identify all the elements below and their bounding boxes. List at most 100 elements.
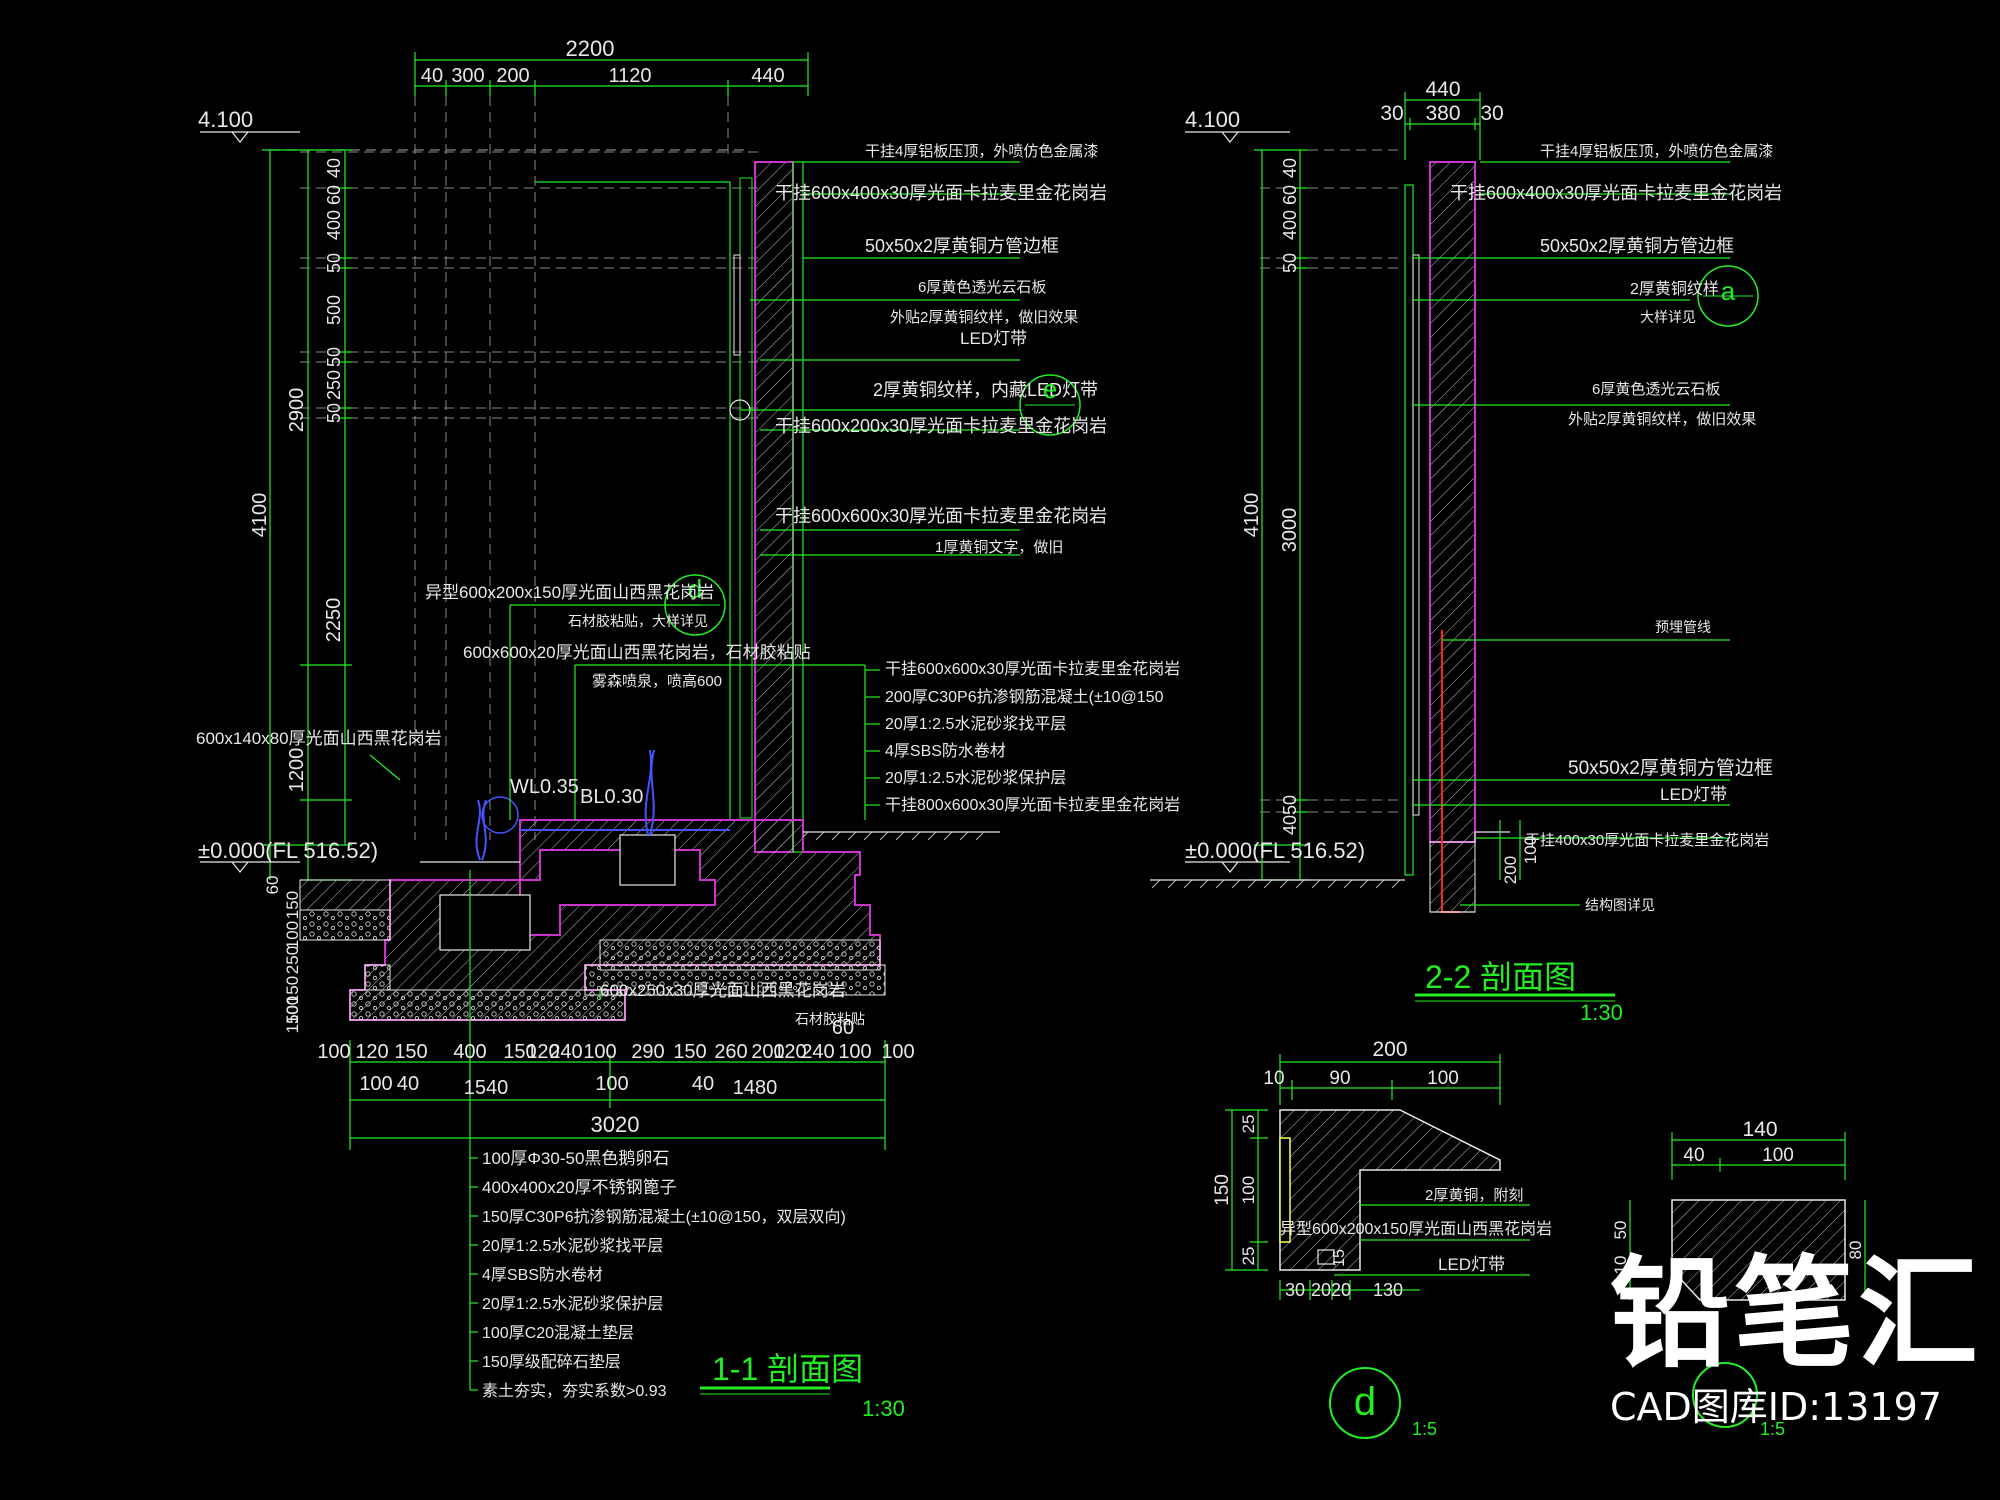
s22-callout-6: 外贴2厚黄铜纹样，做旧效果 [1568,411,1756,428]
detd-dim-100: 100 [1427,1068,1459,1089]
dete-dim-40: 40 [1683,1145,1704,1166]
s11-bd-1: 120 [355,1041,388,1063]
s11-ls-5: 100 [283,996,302,1024]
s11-callout-9: 1厚黄铜文字，做旧 [935,539,1063,556]
s11-bd2-1: 40 [397,1073,419,1095]
s11-callout-3: 6厚黄色透光云石板 [918,278,1046,296]
gallery-id-text: CAD图库ID:13197 [1610,1385,1942,1429]
detd-dim-90: 90 [1329,1068,1350,1089]
s11-left-2900: 2900 [286,388,308,433]
s11-layer-4: 20厚1:2.5水泥砂浆保护层 [885,769,1066,787]
s11-left-50a: 50 [324,253,344,273]
s11-base-8: 素土夯实，夯实系数>0.93 [482,1382,667,1400]
dete-dim-80: 80 [1846,1241,1865,1260]
s11-coping: 600x250x30厚光面山西黑花岗岩 [600,981,846,1000]
s11-callout-0: 干挂4厚铝板压顶，外喷仿色金属漆 [865,142,1098,160]
s11-ls-6: 150 [283,1005,302,1033]
s22-left-60: 60 [1280,185,1300,205]
dete-dim-140: 140 [1742,1118,1777,1141]
detd-dim-20a: 20 [1311,1280,1331,1300]
detd-dim-10: 10 [1263,1068,1284,1089]
dete-dim-100: 100 [1762,1145,1794,1166]
s22-callout-1: 干挂600x400x30厚光面卡拉麦里金花岗岩 [1450,183,1782,203]
s11-layer-2: 20厚1:2.5水泥砂浆找平层 [885,715,1066,733]
s11-ls-0: 60 [263,876,282,895]
detd-dim-20b: 20 [1331,1280,1351,1300]
s11-bl: BL0.30 [580,786,643,808]
s11-dim-1120: 1120 [608,65,651,87]
dete-scale: 1:5 [1760,1419,1785,1439]
s22-level-floor: ±0.000(FL 516.52) [1185,838,1365,863]
s22-level-top: 4.100 [1185,107,1240,132]
s11-inner-0: 异型600x200x150厚光面山西黑花岗岩 [425,583,714,602]
s22-callout-a: a [1721,276,1736,306]
s22-scale: 1:30 [1580,1000,1623,1025]
s22-left-50b: 50 [1280,795,1300,815]
s22-callout-5: 6厚黄色透光云石板 [1592,380,1720,398]
s22-callout-7: 预埋管线 [1655,619,1711,635]
s11-edge-stone: 600x140x80厚光面山西黑花岗岩 [196,729,442,748]
s11-bd-8: 290 [631,1041,664,1063]
s11-bd2-0: 100 [359,1073,392,1095]
s22-callout-4: 大样详见 [1640,309,1696,325]
s22-left-3000: 3000 [1279,508,1301,553]
s11-bd-10: 260 [714,1041,747,1063]
s11-bd-4: 150 [503,1041,536,1063]
s11-layer-3: 4厚SBS防水卷材 [885,742,1006,760]
s11-base-6: 100厚C20混凝土垫层 [482,1324,634,1342]
s11-callout-6: 2厚黄铜纹样，内藏LED灯带 [873,380,1098,400]
s11-base-3: 20厚1:2.5水泥砂浆找平层 [482,1237,663,1255]
s11-bd2-3: 100 [595,1073,628,1095]
s11-wl: WL0.35 [510,776,579,798]
s11-layer-5: 干挂800x600x30厚光面卡拉麦里金花岗岩 [885,796,1180,814]
detd-dim-130: 130 [1373,1280,1403,1300]
s11-inner-3: 雾森喷泉，喷高600 [592,673,722,690]
detd-label-0: 2厚黄铜，附刻 [1425,1187,1523,1204]
s11-dim-440: 440 [751,65,784,87]
dete-dim-50: 50 [1611,1221,1630,1240]
s22-left-40b: 40 [1280,815,1300,835]
dete-dim-10: 10 [1611,1256,1630,1275]
s11-bd-0: 100 [317,1041,350,1063]
s11-ls-4: 150 [283,976,302,1004]
s11-base-2: 150厚C30P6抗渗钢筋混凝土(±10@150，双层双向) [482,1208,846,1226]
s22-right-100: 100 [1521,836,1540,864]
s11-left-4100: 4100 [249,493,271,538]
s11-left-400: 400 [324,210,344,240]
s11-dim-200: 200 [496,65,529,87]
s11-scale: 1:30 [862,1396,905,1421]
detd-dim-150: 150 [1212,1174,1233,1206]
s11-bd2-5: 1480 [733,1077,778,1099]
s11-bd-12: 120 [773,1041,806,1063]
s11-bd-3: 400 [453,1041,486,1063]
s11-callout-7: 干挂600x200x30厚光面卡拉麦里金花岗岩 [775,416,1107,436]
s22-dim-30b: 30 [1480,102,1503,125]
s22-left-4100: 4100 [1241,493,1263,538]
s22-callout-9: LED灯带 [1660,785,1727,804]
s11-base-4: 4厚SBS防水卷材 [482,1266,603,1284]
brand-logo-text: 铅笔汇 [1610,1245,1982,1384]
s11-layer-0: 干挂600x600x30厚光面卡拉麦里金花岗岩 [885,660,1180,678]
s22-callout-8: 50x50x2厚黄铜方管边框 [1568,757,1773,779]
s22-left-400: 400 [1280,210,1300,240]
s11-bd-6: 240 [549,1041,582,1063]
s22-callout-0: 干挂4厚铝板压顶，外喷仿色金属漆 [1540,142,1773,160]
s11-callout-4: 外贴2厚黄铜纹样，做旧效果 [890,309,1078,326]
s11-bd-15: 100 [881,1041,914,1063]
s11-bd-2: 150 [394,1041,427,1063]
s11-bd-7: 100 [583,1041,616,1063]
s22-callout-10: 干挂400x30厚光面卡拉麦里金花岗岩 [1525,832,1769,849]
s22-title: 2-2 剖面图 [1425,959,1576,995]
detd-label-1: 异型600x200x150厚光面山西黑花岗岩 [1280,1220,1552,1238]
s11-bd-13: 240 [801,1041,834,1063]
s22-left-40: 40 [1280,158,1300,178]
s11-total: 3020 [591,1112,640,1137]
s11-ls-2: 100 [283,921,302,949]
s11-level-floor: ±0.000(FL 516.52) [198,838,378,863]
s11-callout-5: LED灯带 [960,329,1027,348]
detd-dim-30: 30 [1285,1280,1305,1300]
s22-dim-440: 440 [1425,78,1460,101]
s11-callout-d: d [688,574,702,604]
s11-bd2-4: 40 [692,1073,714,1095]
